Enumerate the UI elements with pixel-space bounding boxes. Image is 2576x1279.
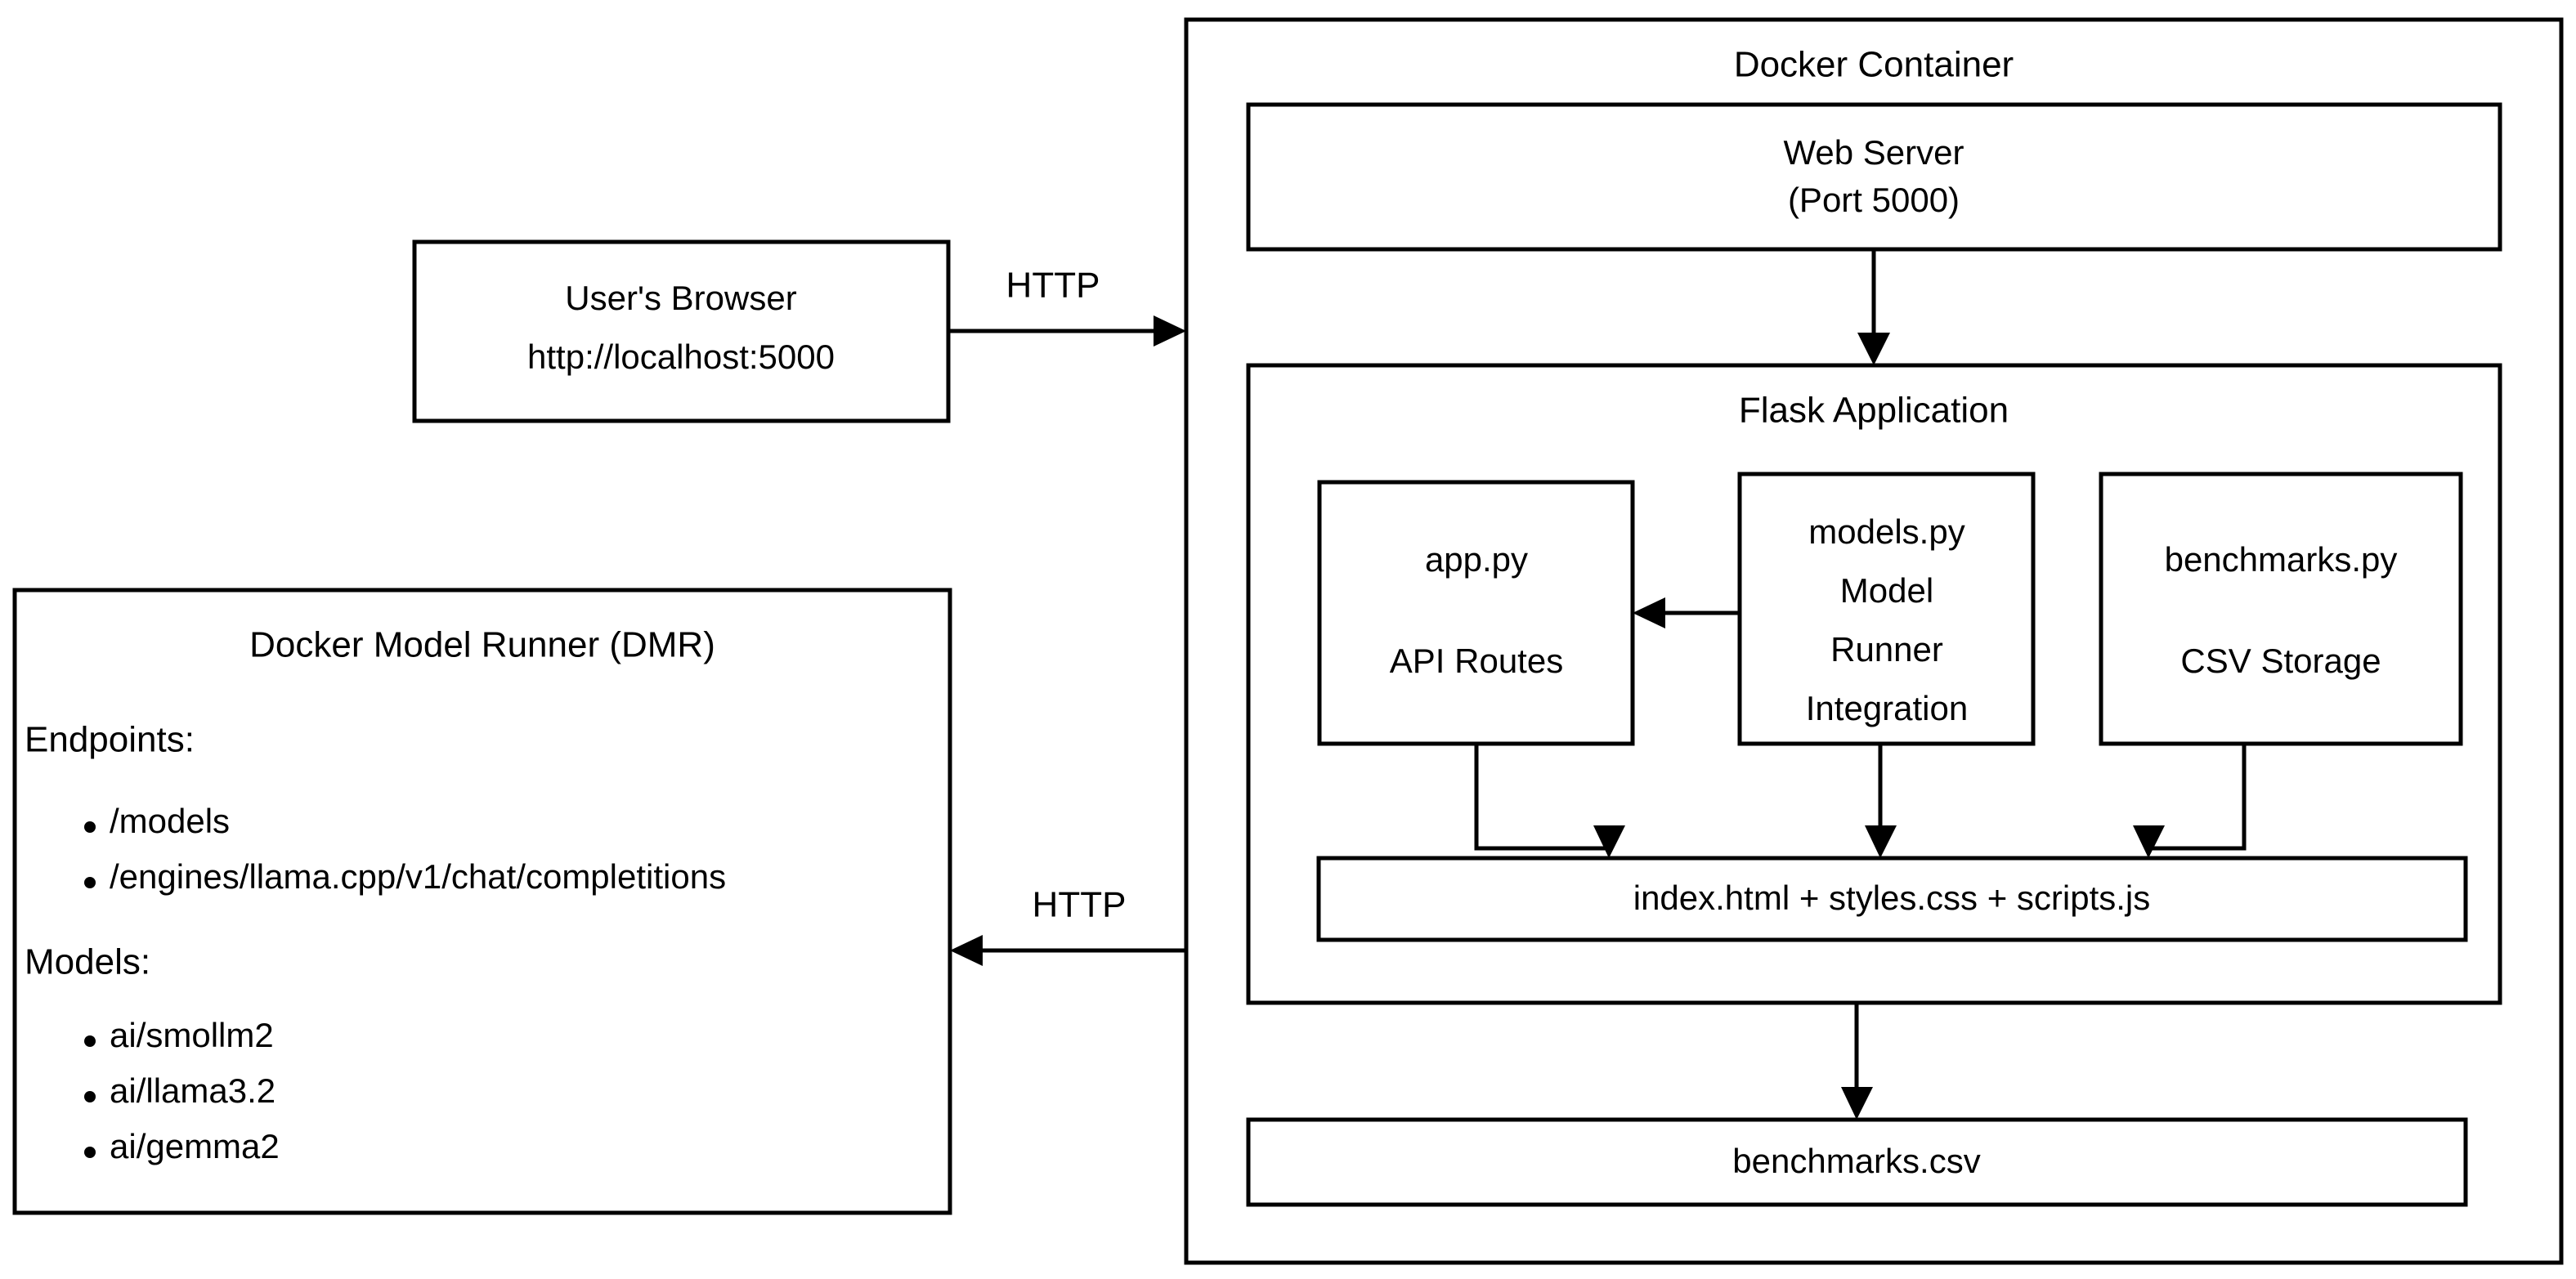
benchmarks-py-node[interactable]: benchmarks.py CSV Storage — [2099, 472, 2463, 746]
app-py-box — [1317, 480, 1635, 746]
frontend-assets-label: index.html + styles.css + scripts.js — [1633, 879, 2151, 917]
connector-webserver-to-flask — [1857, 249, 1890, 365]
dmr-node[interactable]: Docker Model Runner (DMR) Endpoints: /mo… — [12, 588, 952, 1215]
connector-benchmarks-to-frontend — [2133, 744, 2247, 858]
bullet-icon — [84, 877, 96, 888]
benchmarks-frontend-arrowhead-icon — [2133, 825, 2165, 858]
models-py-node[interactable]: models.py Model Runner Integration — [1737, 472, 2036, 746]
benchmarks-py-box — [2099, 472, 2463, 746]
dmr-endpoint-item: /engines/llama.cpp/v1/chat/completitions — [110, 857, 726, 896]
http-out-arrowhead-icon — [950, 935, 983, 966]
dmr-model-item: ai/smollm2 — [110, 1016, 274, 1054]
models-app-arrowhead-icon — [1633, 597, 1665, 628]
frontend-assets-box — [1316, 856, 2468, 942]
dmr-endpoint-item: /models — [110, 802, 230, 840]
bullet-icon — [84, 1091, 96, 1102]
models-py-role-line3: Integration — [1806, 689, 1968, 727]
app-py-name: app.py — [1425, 540, 1528, 579]
flask-csv-arrowhead-icon — [1841, 1087, 1873, 1120]
connector-flask-to-csv — [1841, 1003, 1873, 1120]
dmr-endpoints-heading: Endpoints: — [25, 720, 195, 760]
frontend-assets-node[interactable]: index.html + styles.css + scripts.js — [1316, 856, 2468, 942]
connector-app-to-frontend — [1474, 744, 1625, 858]
models-frontend-arrowhead-icon — [1865, 825, 1897, 858]
web-server-box — [1246, 102, 2502, 252]
models-py-role-line2: Runner — [1830, 630, 1943, 669]
connector-models-to-frontend — [1865, 744, 1897, 858]
bullet-icon — [84, 1035, 96, 1047]
dmr-box — [12, 588, 952, 1215]
http-out-label: HTTP — [1033, 885, 1127, 925]
web-server-node[interactable]: Web Server (Port 5000) — [1246, 102, 2502, 252]
web-server-title: Web Server — [1784, 133, 1964, 172]
browser-node[interactable]: User's Browser http://localhost:5000 — [412, 239, 951, 423]
web-server-port: (Port 5000) — [1788, 181, 1960, 219]
models-py-name: models.py — [1808, 512, 1964, 551]
http-in-arrowhead-icon — [1154, 315, 1186, 347]
models-py-box — [1737, 472, 2036, 746]
app-py-node[interactable]: app.py API Routes — [1317, 480, 1635, 746]
benchmarks-csv-node[interactable]: benchmarks.csv — [1246, 1117, 2468, 1207]
http-in-label: HTTP — [1006, 266, 1100, 306]
browser-title: User's Browser — [565, 279, 796, 317]
webserver-flask-arrowhead-icon — [1857, 333, 1890, 365]
docker-container-title: Docker Container — [1734, 45, 2014, 85]
dmr-model-item: ai/llama3.2 — [110, 1071, 276, 1110]
benchmarks-csv-box — [1246, 1117, 2468, 1207]
connector-container-to-dmr: HTTP — [950, 885, 1186, 966]
benchmarks-py-role: CSV Storage — [2180, 642, 2381, 680]
flask-application-title: Flask Application — [1739, 391, 2009, 431]
bullet-icon — [84, 821, 96, 833]
dmr-model-item: ai/gemma2 — [110, 1127, 280, 1165]
connector-browser-to-container: HTTP — [948, 266, 1186, 347]
app-frontend-arrowhead-icon — [1593, 825, 1625, 858]
bullet-icon — [84, 1147, 96, 1158]
benchmarks-csv-label: benchmarks.csv — [1732, 1142, 1980, 1180]
browser-box — [412, 239, 951, 423]
models-py-role-line1: Model — [1840, 571, 1933, 610]
connector-models-to-app — [1633, 597, 1740, 628]
benchmarks-py-name: benchmarks.py — [2165, 540, 2398, 579]
browser-url: http://localhost:5000 — [527, 338, 835, 376]
app-py-role: API Routes — [1390, 642, 1563, 680]
dmr-models-heading: Models: — [25, 942, 150, 982]
dmr-title: Docker Model Runner (DMR) — [249, 625, 715, 665]
